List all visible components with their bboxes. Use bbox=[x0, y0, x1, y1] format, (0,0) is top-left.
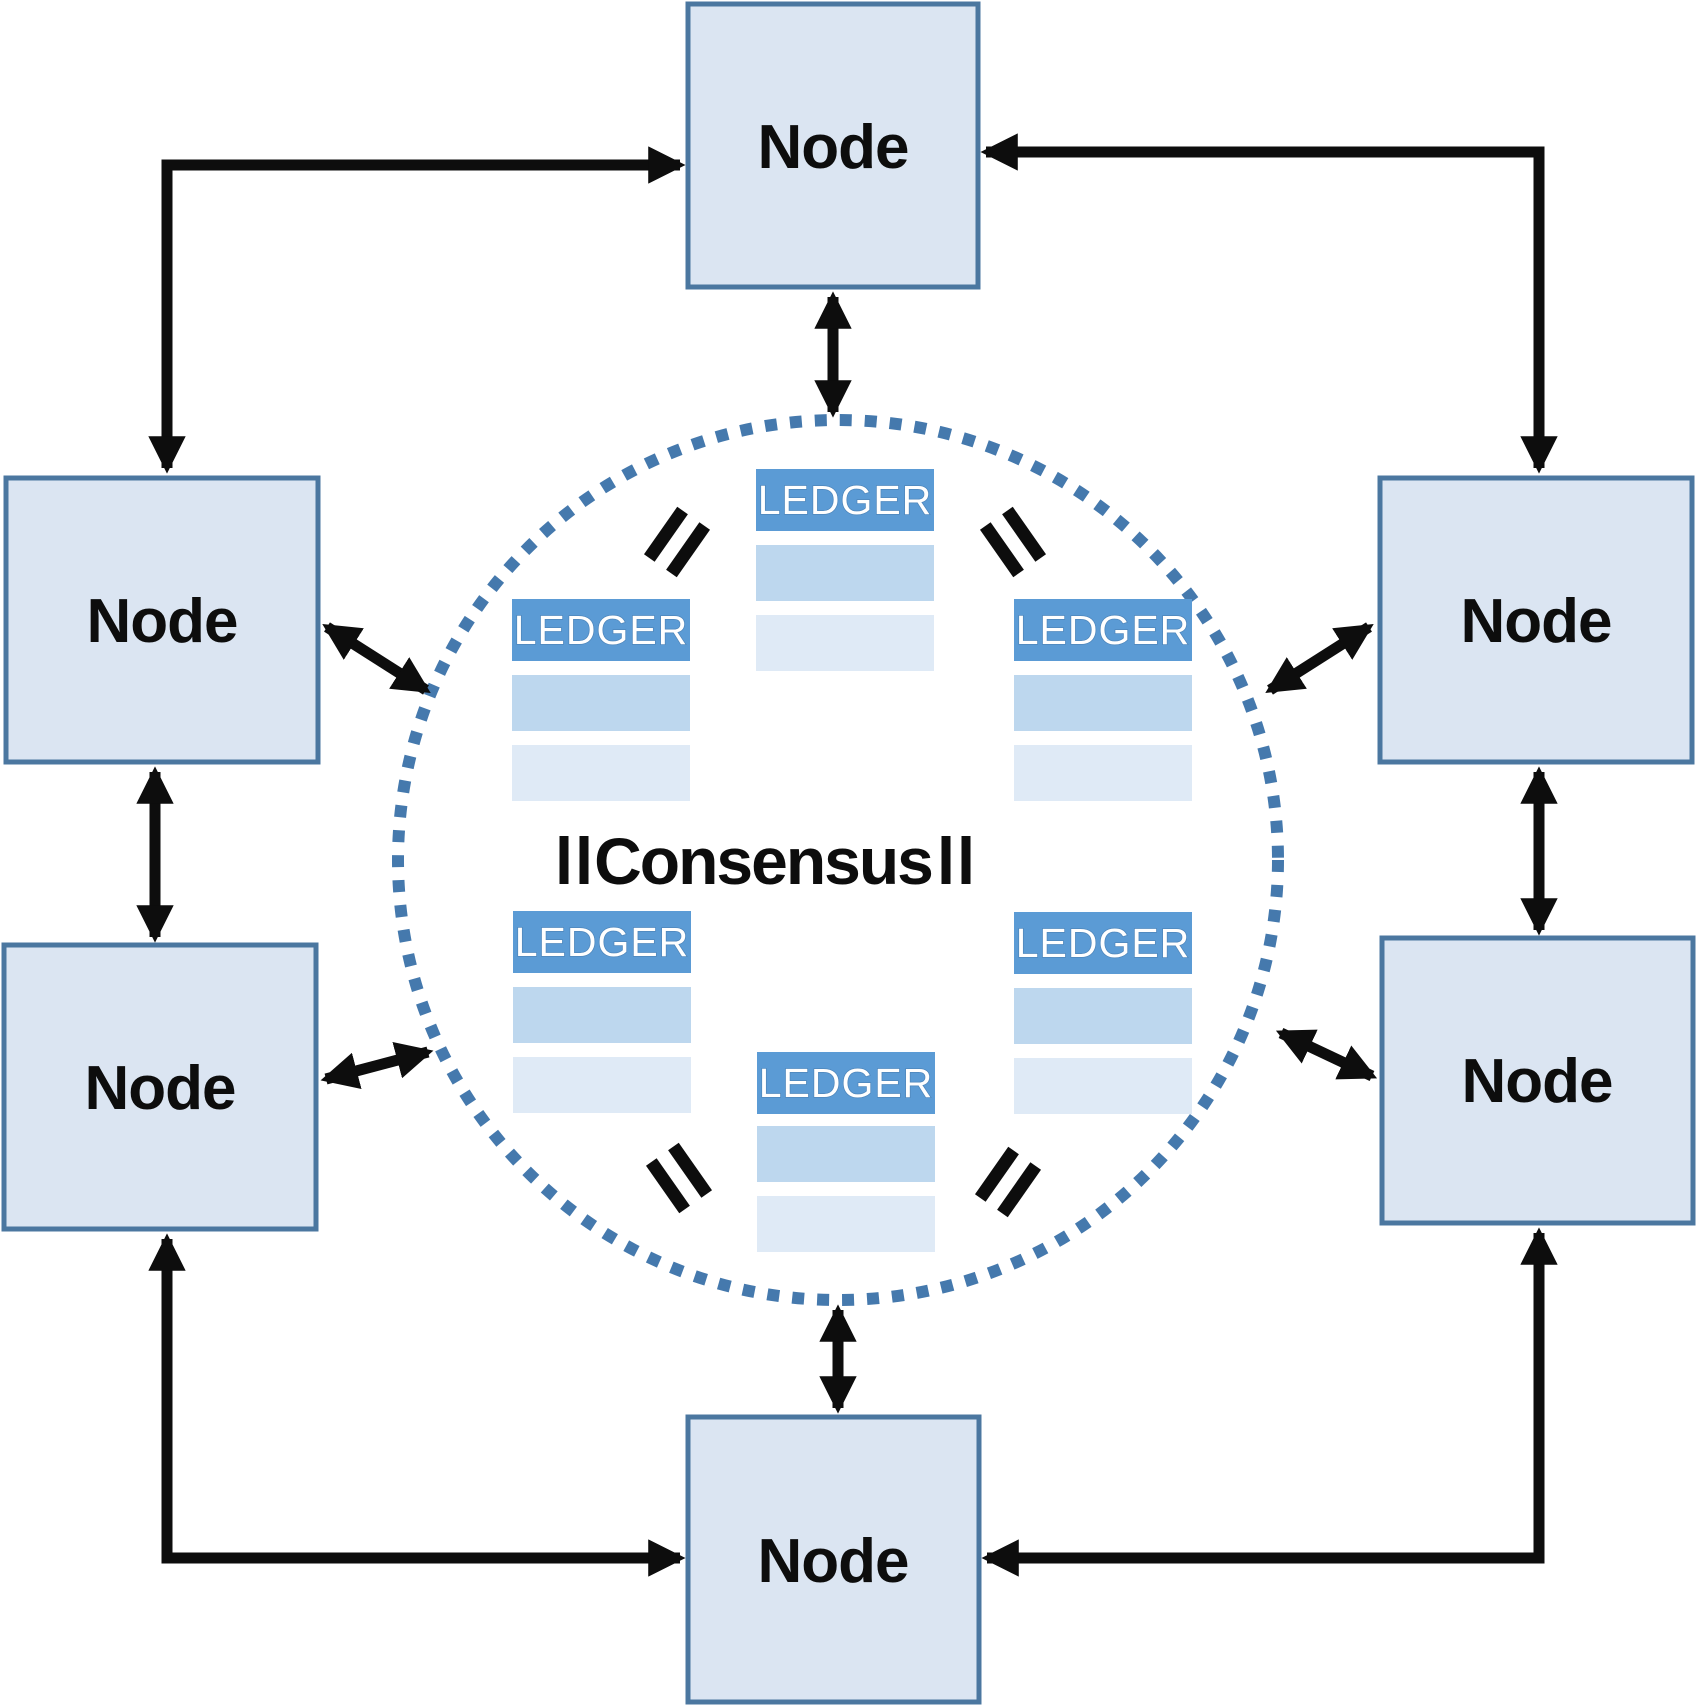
arrow-lower-right-node-circle bbox=[1275, 1028, 1378, 1081]
equals-mark-lower-right bbox=[974, 1146, 1042, 1218]
ledger-header bbox=[1014, 599, 1192, 661]
node-rect bbox=[1, 942, 319, 1232]
ledger-row bbox=[757, 1196, 935, 1252]
node-label: Node bbox=[758, 113, 909, 182]
ledger-table-bottom-center: LEDGER bbox=[757, 1052, 935, 1252]
node-label: Node bbox=[85, 1054, 236, 1123]
ledger-row bbox=[756, 615, 934, 671]
connector-top-right bbox=[980, 133, 1558, 474]
node-rect bbox=[3, 475, 321, 765]
ledger-label: LEDGER bbox=[514, 607, 689, 653]
equals-mark-middle-right bbox=[941, 836, 971, 884]
node-label: Node bbox=[87, 587, 238, 656]
ledger-label: LEDGER bbox=[1016, 920, 1191, 966]
ledger-label: LEDGER bbox=[759, 1060, 934, 1106]
equals-mark-upper-right bbox=[979, 506, 1047, 578]
ledger-table-top-center: LEDGER bbox=[756, 469, 934, 671]
ledger-row bbox=[1014, 1058, 1192, 1114]
ledger-label: LEDGER bbox=[758, 477, 933, 523]
ledger-header bbox=[513, 911, 691, 973]
consensus-title: Consensus bbox=[594, 824, 932, 898]
node-box-lower-right: Node bbox=[1379, 935, 1696, 1226]
ledger-row bbox=[756, 545, 934, 601]
ledger-row bbox=[1014, 745, 1192, 801]
ledger-header bbox=[756, 469, 934, 531]
ledger-table-upper-left: LEDGER bbox=[512, 599, 690, 801]
ledger-label: LEDGER bbox=[1016, 607, 1191, 653]
node-rect bbox=[1379, 935, 1696, 1226]
network-circle bbox=[392, 414, 1284, 1306]
ledger-row bbox=[512, 745, 690, 801]
equals-mark-upper-left bbox=[643, 506, 711, 578]
connector-bottom-left bbox=[148, 1233, 686, 1577]
node-box-bottom: Node bbox=[685, 1414, 982, 1705]
ledger-table-lower-left: LEDGER bbox=[513, 911, 691, 1113]
node-to-node-arrows bbox=[136, 766, 1558, 943]
arrow-upper-left-node-circle bbox=[322, 622, 431, 695]
connector-top-left bbox=[148, 146, 686, 474]
ledger-row bbox=[512, 675, 690, 731]
ledger-row bbox=[1014, 988, 1192, 1044]
ledger-row bbox=[757, 1126, 935, 1182]
ledger-header bbox=[512, 599, 690, 661]
node-box-upper-left: Node bbox=[3, 475, 321, 765]
equals-mark-lower-left bbox=[645, 1142, 713, 1214]
node-box-top: Node bbox=[685, 1, 981, 290]
equals-mark-middle-left bbox=[559, 836, 589, 884]
node-rect bbox=[685, 1, 981, 290]
arrow-upper-right-node-circle bbox=[1265, 622, 1374, 695]
node-rect bbox=[1377, 475, 1695, 765]
ledger-row bbox=[1014, 675, 1192, 731]
node-box-lower-left: Node bbox=[1, 942, 319, 1232]
ledger-row bbox=[513, 987, 691, 1043]
node-to-circle-arrows bbox=[320, 291, 1378, 1414]
ledger-row bbox=[513, 1057, 691, 1113]
corner-connectors bbox=[148, 133, 1558, 1577]
node-label: Node bbox=[1462, 1047, 1613, 1116]
ledger-table-lower-right: LEDGER bbox=[1014, 912, 1192, 1114]
arrow-lower-left-node-circle bbox=[320, 1042, 434, 1089]
ledger-label: LEDGER bbox=[515, 919, 690, 965]
ledger-table-upper-right: LEDGER bbox=[1014, 599, 1192, 801]
ledger-header bbox=[1014, 912, 1192, 974]
node-box-upper-right: Node bbox=[1377, 475, 1695, 765]
node-label: Node bbox=[1461, 587, 1612, 656]
ledger-header bbox=[757, 1052, 935, 1114]
connector-bottom-right bbox=[981, 1227, 1558, 1577]
node-label: Node bbox=[758, 1527, 909, 1596]
node-rect bbox=[685, 1414, 982, 1705]
